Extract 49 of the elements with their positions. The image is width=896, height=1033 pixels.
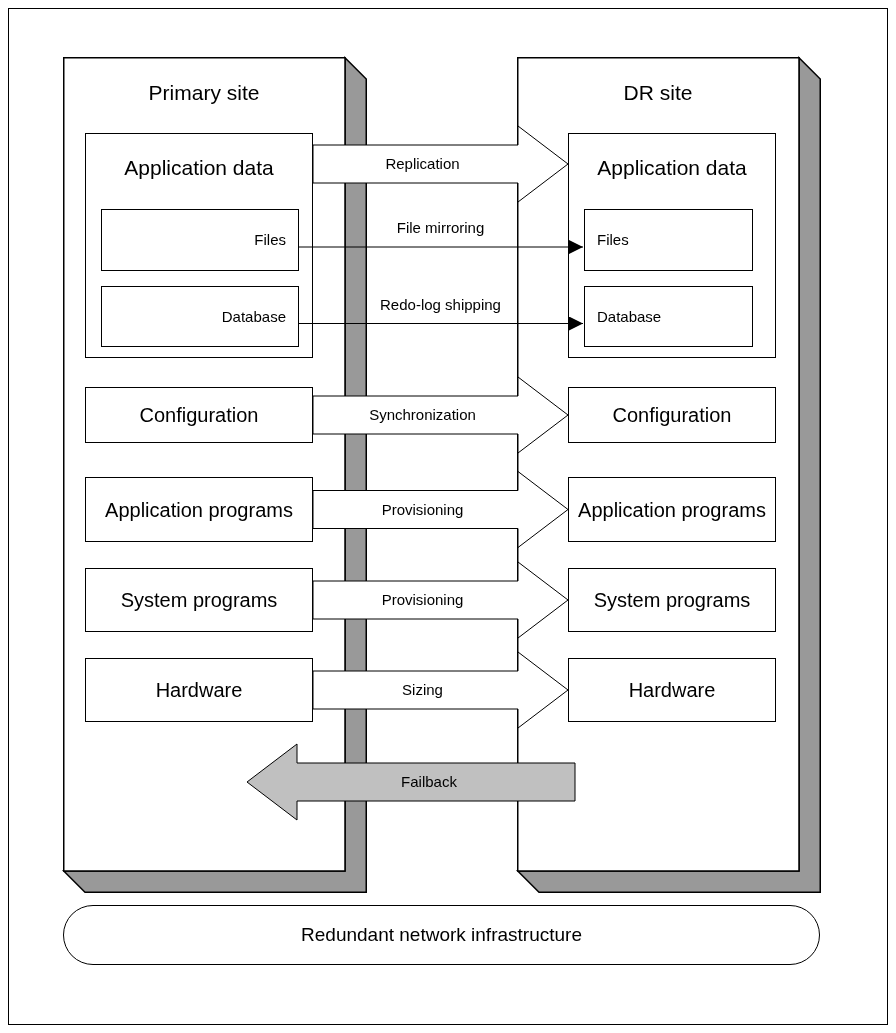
box-label: Hardware [154,678,244,702]
block-arrow [312,651,569,729]
process-box [568,477,776,542]
box-label: Files [254,231,286,249]
edge-label: File mirroring [394,219,487,236]
edge-label: Provisioning [381,500,464,518]
box-label: Application programs [104,498,294,521]
box-title: Primary site [147,81,261,105]
arrow [297,240,584,254]
box-label: Redundant network infrastructure [300,924,583,946]
arrow [297,316,584,331]
block-arrow [246,743,576,821]
process-box [85,387,313,443]
box-label: System programs [592,588,752,612]
group-box [568,133,776,358]
process-box [101,209,299,271]
box-label: Files [597,231,629,249]
block-arrow [312,561,569,639]
edge-label: Sizing [402,681,443,698]
process-box [568,658,776,722]
edge-label: Synchronization [369,406,476,423]
process-box [568,387,776,443]
box-label: System programs [119,588,279,612]
box-label: Hardware [627,678,717,702]
block-arrow [312,125,569,203]
box-label: Configuration [611,403,733,427]
box-label: Database [221,308,286,325]
box-label: Configuration [138,403,260,427]
process-box [85,658,313,722]
block-arrow [312,376,569,454]
group-box [85,133,313,358]
rounded-bar [63,905,820,965]
process-box [85,477,313,542]
site-box [517,57,821,893]
box-label: Application programs [577,498,767,521]
edge-label: Failback [401,773,457,790]
block-arrow [312,471,569,548]
process-box [568,568,776,632]
box-title: Application data [596,156,748,180]
edge-label: Replication [385,155,460,172]
process-box [101,286,299,347]
edge-label: Provisioning [381,591,464,608]
site-box [63,57,367,893]
process-box [85,568,313,632]
process-box [584,286,753,347]
box-title: DR site [622,81,694,105]
box-title: Application data [123,156,275,180]
process-box [584,209,753,271]
box-label: Database [597,308,662,325]
